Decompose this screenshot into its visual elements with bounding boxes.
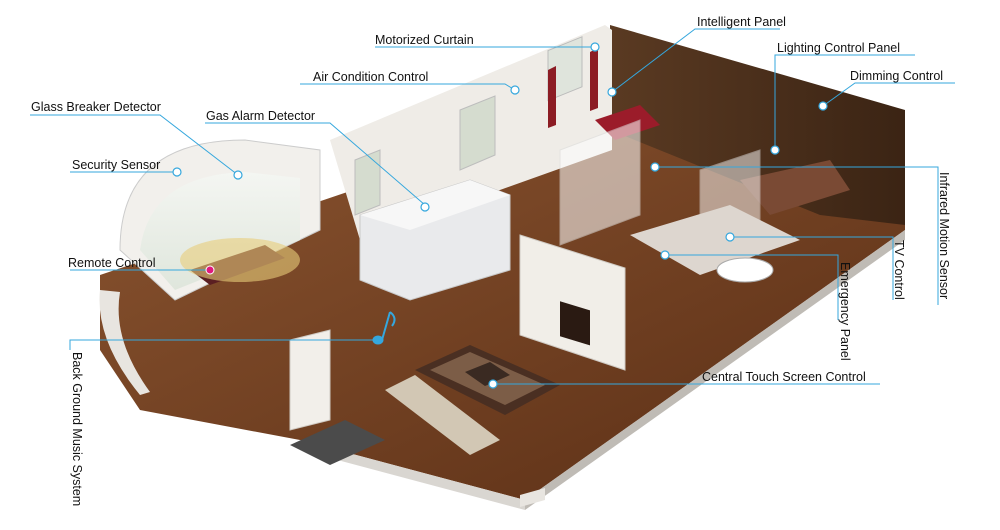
front-wall-left [289,329,331,431]
coffee-table [465,362,510,386]
front-wall-right [520,488,545,507]
sunroom-glass [140,172,300,290]
door-mat [290,420,385,465]
leader-line-glass-breaker [30,114,239,176]
dot-security-sensor [172,167,182,177]
label-remote-control: Remote Control [68,256,156,270]
bathtub [716,257,774,283]
curved-front-wall [99,290,150,395]
dot-air-condition [510,85,520,95]
dot-lighting-control [770,145,780,155]
dot-dimming [818,101,828,111]
window-3 [354,149,381,216]
fireplace [560,301,590,346]
bathroom-floor [630,205,800,275]
window-2 [459,95,496,171]
leader-line-gas-alarm [205,122,426,206]
label-air-condition-control: Air Condition Control [313,70,429,84]
curtain [548,66,556,128]
sofa [385,375,500,455]
leader-line-tv [730,236,894,300]
dot-tv [725,232,735,242]
leader-line-intelligent-panel [611,28,780,93]
label-intelligent-panel: Intelligent Panel [697,15,786,29]
label-central-touch-screen-control: Central Touch Screen Control [702,370,866,384]
slab-edge [300,440,525,510]
leader-line-dimming [822,82,955,107]
kitchen-top [360,180,510,230]
master-bed [740,160,850,215]
dot-infrared [650,162,660,172]
leader-line-back-ground-music [69,339,378,350]
curtain-2 [590,48,598,111]
leader-line-lighting-control [774,54,915,150]
music-note-icon [372,311,396,345]
dot-gas-alarm [420,202,430,212]
dot-glass-breaker [233,170,243,180]
leader-line-air-condition [300,83,516,91]
dot-central-touch [488,379,498,389]
leader-line-infrared [655,166,939,305]
fireplace-wall [519,234,626,371]
slab-edge-right [525,230,905,510]
dot-motorized-curtain [590,42,600,52]
label-dimming-control: Dimming Control [850,69,944,83]
label-emergency-panel: Emergency Panel [838,262,852,361]
label-tv-control: TV Control [892,240,906,300]
label-infrared-motion-sensor: Infrared Motion Sensor [937,172,951,300]
label-back-ground-music-system: Back Ground Music System [70,352,84,507]
dot-remote-control [205,265,215,275]
label-lighting-control-panel: Lighting Control Panel [777,41,900,55]
leader-line-emergency [665,254,839,320]
label-security-sensor: Security Sensor [72,158,161,172]
glass-partition [559,119,641,246]
label-gas-alarm-detector: Gas Alarm Detector [206,109,316,123]
dot-intelligent-panel [607,87,617,97]
dot-emergency [660,250,670,260]
label-motorized-curtain: Motorized Curtain [375,33,474,47]
label-glass-breaker-detector: Glass Breaker Detector [31,100,161,114]
